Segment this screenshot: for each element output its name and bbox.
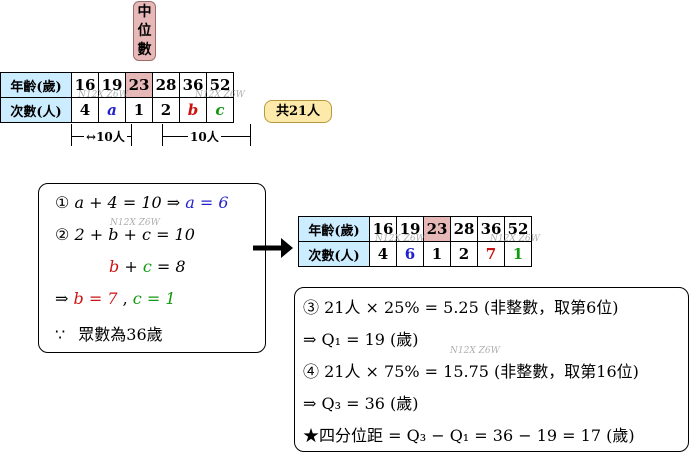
separator: , (122, 289, 128, 308)
age-cell: 36 (477, 216, 505, 242)
age-cell: 36 (179, 72, 207, 98)
equation-1: ① a + 4 = 10 ⇒ a = 6 (55, 193, 229, 212)
age-cell: 19 (396, 216, 424, 242)
equation-text: a + 4 = 10 (74, 193, 162, 212)
count-row: 次數(人) 4 6 1 2 7 1 (298, 241, 532, 267)
frequency-table-top: 年齡(歲) 16 19 23 28 36 52 次數(人) 4 a 1 2 b … (0, 72, 234, 123)
b-result: b = 7 (73, 289, 118, 308)
solution-box-left: ① a + 4 = 10 ⇒ a = 6 ② 2 + b + c = 10 b … (38, 183, 266, 353)
age-cell: 52 (206, 72, 234, 98)
count-cell-c: 1 (504, 241, 532, 267)
age-row: 年齡(歲) 16 19 23 28 36 52 (0, 72, 234, 98)
watermark: N12X Z6W (110, 218, 160, 228)
quartile-1-calc: ③ 21人 × 25% = 5.25 (非整數，取第6位) (303, 298, 619, 317)
age-cell: 16 (71, 72, 99, 98)
count-row: 次數(人) 4 a 1 2 b c (0, 97, 234, 123)
equation-3: b + c = 8 (109, 257, 186, 276)
arrow-right-icon (253, 238, 293, 258)
count-cell: 4 (71, 97, 99, 123)
median-tag: 中 位 數 (133, 1, 156, 61)
count-cell: 2 (152, 97, 180, 123)
span-tick (71, 124, 72, 146)
equation-result: a = 6 (185, 193, 229, 212)
total-tag: 共21人 (264, 100, 332, 123)
median-char-3: 數 (137, 42, 152, 58)
mode-text: 眾數為36歲 (78, 325, 163, 344)
age-cell: 28 (152, 72, 180, 98)
count-cell: 2 (450, 241, 478, 267)
age-cell: 28 (450, 216, 478, 242)
median-char-1: 中 (137, 4, 152, 20)
span-tick (131, 124, 132, 146)
age-header: 年齡(歲) (298, 216, 370, 242)
median-char-2: 位 (137, 23, 152, 39)
span-tick (162, 124, 163, 146)
count-cell-c: c (206, 97, 234, 123)
watermark: N12X Z6W (490, 234, 540, 244)
equation-text: 2 + b + c = 10 (74, 225, 195, 244)
span-label-left: ↔10人 (84, 128, 127, 145)
equation-4: ⇒ b = 7 , c = 1 (55, 289, 176, 308)
age-cell-median: 23 (423, 216, 451, 242)
equation-2: ② 2 + b + c = 10 (55, 225, 195, 244)
watermark: N12X Z6W (78, 90, 128, 100)
because-symbol: ∵ (55, 325, 66, 344)
watermark: N12X Z6W (450, 346, 500, 356)
count-cell-b: b (179, 97, 207, 123)
step-number: ① (55, 193, 70, 212)
count-cell: 1 (423, 241, 451, 267)
span-left-text: 10人 (96, 130, 125, 144)
count-cell-a: a (98, 97, 126, 123)
c-result: c = 1 (132, 289, 176, 308)
count-cell-a: 6 (396, 241, 424, 267)
count-cell: 1 (125, 97, 153, 123)
count-cell: 4 (369, 241, 397, 267)
implies-symbol: ⇒ (166, 193, 181, 212)
watermark: N12X Z6W (195, 90, 245, 100)
span-label-right: 10人 (188, 128, 221, 145)
mode-statement: ∵ 眾數為36歲 (55, 321, 163, 345)
implies-symbol: ⇒ (55, 289, 69, 308)
count-cell-b: 7 (477, 241, 505, 267)
step-number: ② (55, 225, 70, 244)
quartile-1-result: ⇒ Q₁ = 19 (歲) (303, 330, 419, 349)
age-cell: 19 (98, 72, 126, 98)
quartile-3-result: ⇒ Q₃ = 36 (歲) (303, 394, 419, 413)
age-cell-median: 23 (125, 72, 153, 98)
count-header: 次數(人) (298, 241, 370, 267)
age-cell: 52 (504, 216, 532, 242)
count-header: 次數(人) (0, 97, 72, 123)
frequency-table-bottom: 年齡(歲) 16 19 23 28 36 52 次數(人) 4 6 1 2 7 … (298, 216, 532, 267)
span-tick (250, 124, 251, 146)
quartile-3-calc: ④ 21人 × 75% = 15.75 (非整數，取第16位) (303, 362, 639, 381)
watermark: N12X Z6W (375, 234, 425, 244)
span-right-text: 10人 (190, 130, 219, 144)
age-header: 年齡(歲) (0, 72, 72, 98)
solution-box-right: ③ 21人 × 25% = 5.25 (非整數，取第6位) ⇒ Q₁ = 19 … (294, 287, 689, 452)
iqr-result: ★四分位距 = Q₃ − Q₁ = 36 − 19 = 17 (歲) (303, 426, 635, 445)
